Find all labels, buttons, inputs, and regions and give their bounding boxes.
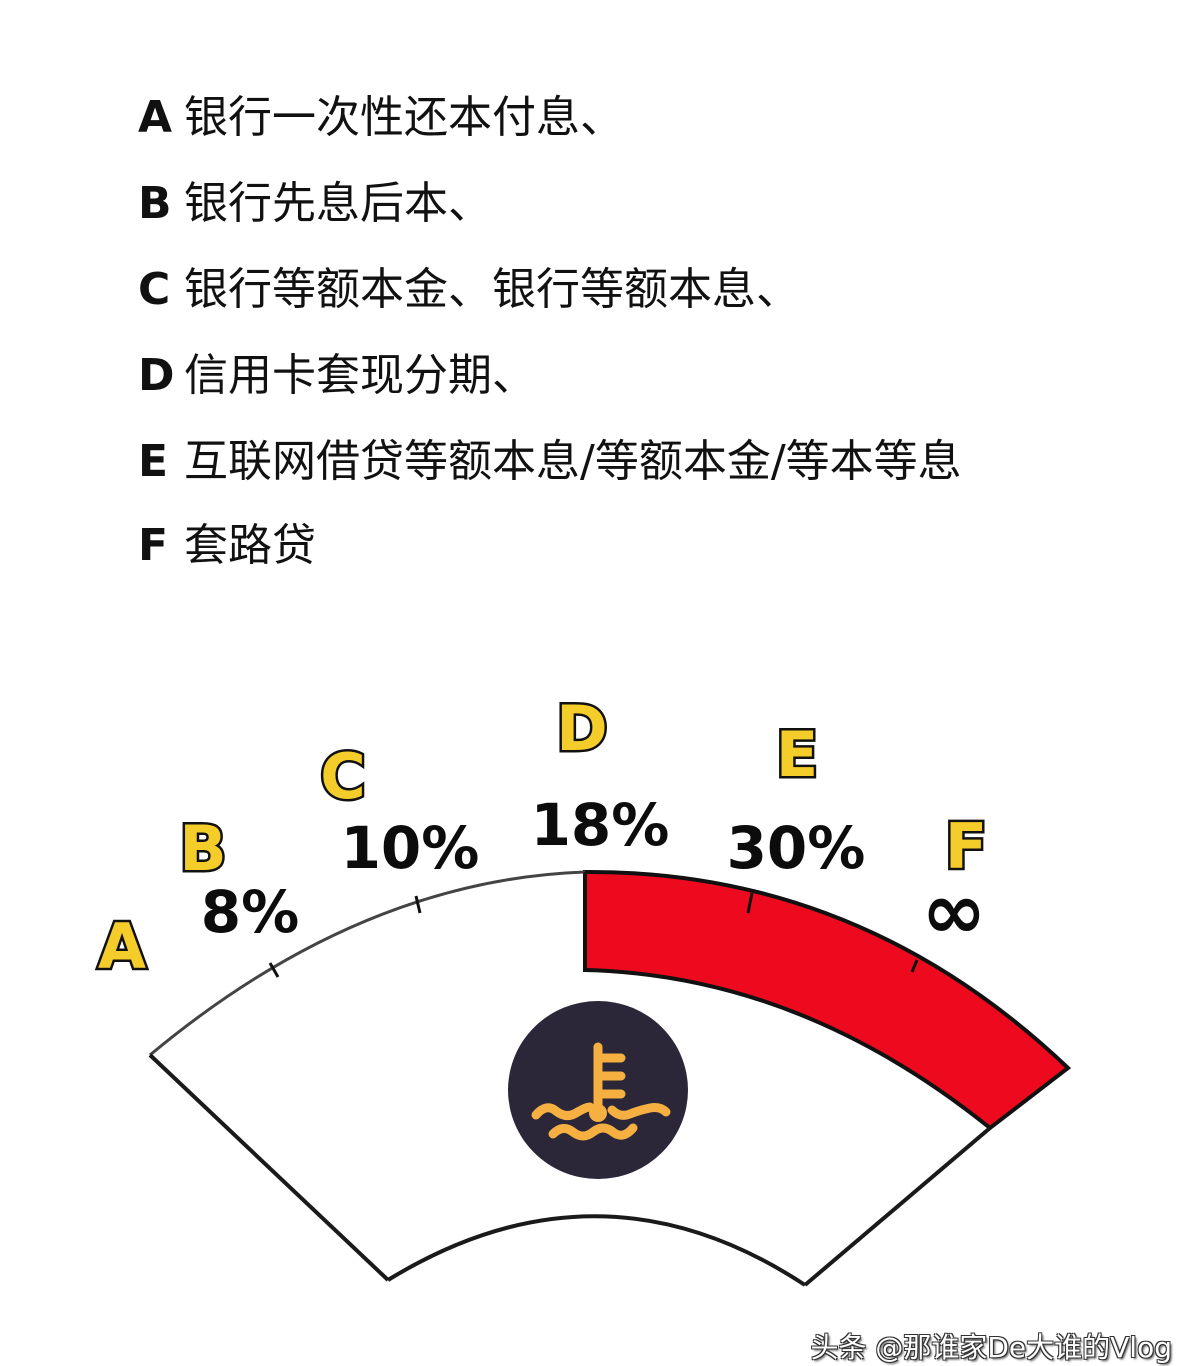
marker-letter-a: A — [98, 910, 146, 983]
legend-letter: F — [138, 520, 169, 571]
marker-letter-e: E — [776, 718, 818, 791]
gauge-danger-zone — [583, 869, 1072, 1131]
legend-letter: E — [138, 436, 169, 487]
marker-value-c: 10% — [341, 814, 480, 882]
legend-text: 银行一次性还本付息、 — [184, 92, 624, 143]
watermark: 头条 @那谁家De大谁的Vlog — [810, 1331, 1172, 1364]
gauge-right-edge — [803, 1126, 992, 1287]
legend-text: 信用卡套现分期、 — [184, 350, 536, 401]
coolant-temperature-icon — [508, 1001, 688, 1179]
legend-text: 套路贷 — [184, 520, 316, 571]
legend-item-c: C 银行等额本金、银行等额本息、 — [138, 260, 800, 320]
legend-letter: D — [138, 350, 175, 401]
legend-item-e: E 互联网借贷等额本息/等额本金/等本等息 — [138, 432, 962, 492]
gauge-left-edge — [148, 1053, 390, 1282]
marker-value-d: 18% — [531, 791, 670, 859]
gauge-bottom-arc — [386, 1214, 807, 1287]
legend-text: 互联网借贷等额本息/等额本金/等本等息 — [184, 436, 962, 487]
tick-inf — [910, 959, 919, 973]
marker-value-b: 8% — [201, 878, 299, 946]
marker-value-f: ∞ — [922, 867, 987, 957]
marker-letter-d: D — [556, 692, 607, 765]
tick-8 — [268, 962, 280, 978]
legend-text: 银行等额本金、银行等额本息、 — [184, 264, 800, 315]
gauge-outer-arc — [149, 870, 586, 1057]
legend-letter: B — [138, 178, 172, 229]
marker-letter-b: B — [179, 812, 226, 885]
tick-10 — [414, 895, 422, 914]
marker-letter-f: F — [945, 810, 987, 883]
legend-text: 银行先息后本、 — [184, 178, 492, 229]
tick-30 — [746, 892, 754, 914]
legend-item-f: F 套路贷 — [138, 516, 316, 576]
legend-letter: A — [138, 92, 173, 143]
marker-letter-c: C — [320, 740, 366, 813]
marker-value-e: 30% — [727, 814, 866, 882]
legend-letter: C — [138, 264, 171, 315]
